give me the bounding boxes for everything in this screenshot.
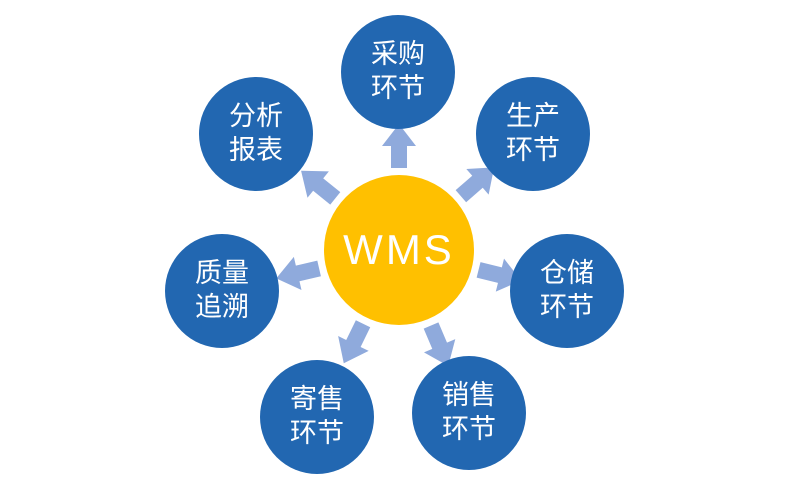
node-procurement: 采购 环节 [341,15,455,129]
node-label: 生产 环节 [506,101,560,165]
node-label: 采购 环节 [371,39,425,103]
node-label: 销售 环节 [442,380,496,444]
node-label: 质量 追溯 [195,258,249,322]
node-label: 分析 报表 [229,101,283,165]
arrow-icon-quality-trace [272,251,323,295]
center-node-label: WMS [343,226,455,273]
node-sales: 销售 环节 [412,356,526,470]
node-warehousing: 仓储 环节 [510,234,624,348]
node-quality-trace: 质量 追溯 [165,234,279,348]
node-label: 寄售 环节 [290,384,344,448]
center-node-wms: WMS [324,175,474,325]
node-consignment: 寄售 环节 [260,360,374,474]
arrow-icon-procurement [382,124,416,168]
node-analysis: 分析 报表 [199,77,313,191]
node-production: 生产 环节 [476,77,590,191]
node-label: 仓储 环节 [540,258,594,322]
